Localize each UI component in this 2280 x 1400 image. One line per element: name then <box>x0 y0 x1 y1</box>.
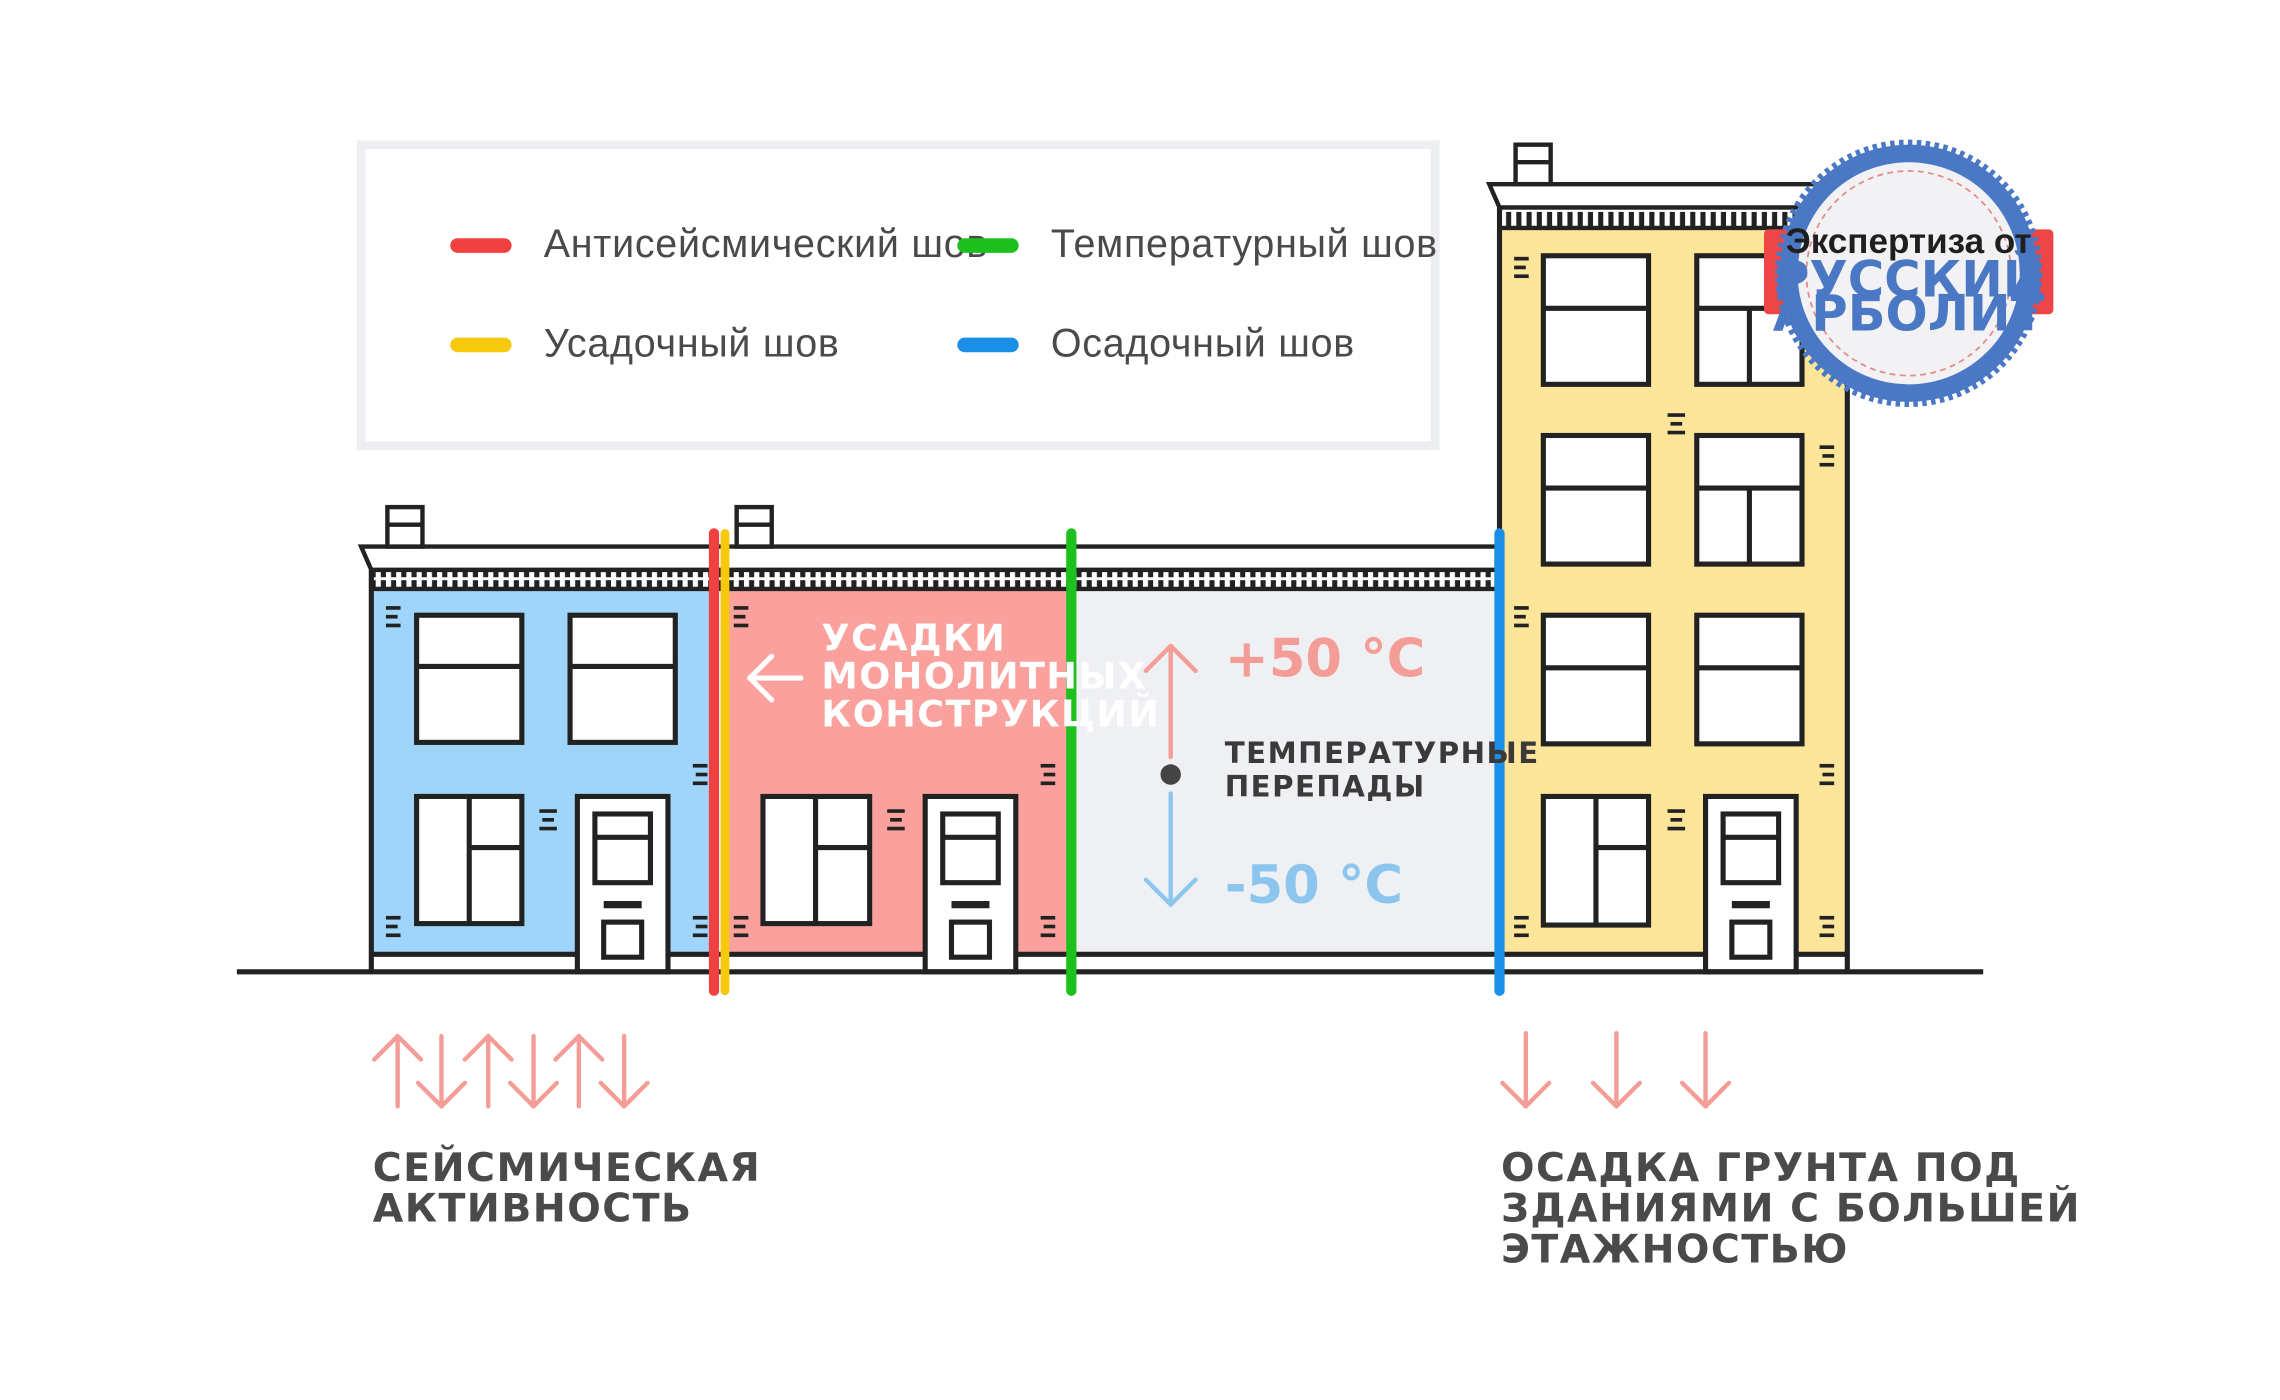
legend-label: Усадочный шов <box>544 322 840 366</box>
brick-mark-icon <box>1040 763 1056 786</box>
door-icon <box>574 793 671 975</box>
brick-mark-icon <box>385 606 401 628</box>
chimney-icon <box>385 504 425 549</box>
legend-item-antiseismic: Антисейсмический шов <box>450 222 988 266</box>
brick-mark-icon <box>1040 915 1056 938</box>
arrow-up-icon <box>462 1033 514 1109</box>
seismic-arrows <box>372 1033 650 1109</box>
brick-mark-icon <box>539 809 557 831</box>
brick-mark-icon <box>1819 445 1835 467</box>
brick-mark-icon <box>1819 915 1835 938</box>
shrinkage-label-line: УСАДКИ <box>821 616 1006 659</box>
arrow-up-icon <box>553 1033 605 1109</box>
yellow-building-windows <box>1540 253 1805 975</box>
brick-mark-icon <box>887 809 905 831</box>
window-icon <box>567 612 678 745</box>
temperature-annotation: +50 °С -50 °С ТЕМПЕРАТУРНЫЕ ПЕРЕПАДЫ <box>1143 629 1540 916</box>
window-icon <box>414 612 525 745</box>
window-icon <box>760 793 873 927</box>
shrinkage-label-line: КОНСТРУКЦИЙ <box>821 691 1160 735</box>
legend-item-shrinkage: Усадочный шов <box>450 322 840 366</box>
temp-label-line: ПЕРЕПАДЫ <box>1225 769 1426 803</box>
caption-line: ОСАДКА ГРУНТА ПОД <box>1501 1145 2021 1191</box>
brick-mark-icon <box>733 606 749 628</box>
badge-face <box>1797 162 2020 385</box>
brick-mark-icon <box>385 915 401 938</box>
legend-box <box>356 140 1440 451</box>
window-icon <box>1540 432 1652 567</box>
badge-title: Экспертиза от <box>1786 222 2032 261</box>
caption-line: АКТИВНОСТЬ <box>373 1186 693 1232</box>
arrow-up-icon <box>1143 643 1198 760</box>
caption-line: ЭТАЖНОСТЬЮ <box>1501 1227 1849 1273</box>
caption-line: ЗДАНИЯМИ С БОЛЬШЕЙ <box>1501 1185 2081 1232</box>
low-building-roof <box>357 544 1499 592</box>
arrow-down-icon <box>415 1033 468 1109</box>
arrow-down-icon <box>1143 791 1198 907</box>
expertise-badge: Экспертиза от РУССКИЙ АРБОЛИТ <box>1764 139 2054 407</box>
badge-brand-line: РУССКИЙ <box>1773 250 2044 309</box>
window-icon <box>1694 612 1805 747</box>
legend: Антисейсмический шов Температурный шов У… <box>356 140 1440 451</box>
settlement-caption: ОСАДКА ГРУНТА ПОД ЗДАНИЯМИ С БОЛЬШЕЙ ЭТА… <box>1501 1145 2081 1273</box>
window-icon <box>1540 612 1652 747</box>
gray-building-wall <box>1072 588 1497 955</box>
brick-mark-icon <box>1514 606 1529 628</box>
window-icon <box>1540 253 1652 387</box>
arrow-down-icon <box>1679 1031 1732 1109</box>
badge-brand-line: АРБОЛИТ <box>1773 284 2045 342</box>
arrow-down-icon <box>598 1033 650 1109</box>
brick-mark-icon <box>692 763 708 786</box>
red-building-windows <box>760 793 1019 975</box>
window-icon <box>1540 793 1652 928</box>
brick-mark-icon <box>692 915 708 938</box>
legend-label: Температурный шов <box>1051 222 1438 266</box>
brick-mark-icon <box>1514 915 1529 938</box>
shrinkage-annotation: УСАДКИ МОНОЛИТНЫХ КОНСТРУКЦИЙ <box>747 616 1160 735</box>
brick-mark-icon <box>1819 763 1835 786</box>
center-dot-icon <box>1160 764 1181 785</box>
brick-mark-icon <box>1667 413 1686 435</box>
blue-building-windows <box>414 612 678 975</box>
caption-line: СЕЙСМИЧЕСКАЯ <box>373 1144 761 1191</box>
door-icon <box>1702 793 1799 975</box>
window-icon <box>1694 432 1805 567</box>
door-icon <box>922 793 1019 975</box>
arrow-left-icon <box>747 653 804 703</box>
legend-label: Осадочный шов <box>1051 322 1355 366</box>
temp-low-label: -50 °С <box>1225 855 1403 916</box>
chimney-icon <box>734 504 774 549</box>
temp-label-line: ТЕМПЕРАТУРНЫЕ <box>1225 736 1540 770</box>
brick-mark-icon <box>1667 809 1686 831</box>
arrow-down-icon <box>507 1033 560 1109</box>
legend-label: Антисейсмический шов <box>544 222 988 266</box>
seismic-caption: СЕЙСМИЧЕСКАЯ АКТИВНОСТЬ <box>373 1144 761 1232</box>
legend-item-settlement: Осадочный шов <box>957 322 1355 366</box>
brick-mark-icon <box>1514 256 1529 279</box>
shrinkage-label-line: МОНОЛИТНЫХ <box>821 654 1147 697</box>
settlement-arrows <box>1500 1031 1732 1109</box>
legend-item-temperature: Температурный шов <box>957 222 1438 266</box>
arrow-down-icon <box>1590 1031 1642 1109</box>
window-icon <box>414 793 525 927</box>
brick-marks <box>385 256 1835 938</box>
arrow-down-icon <box>1500 1031 1552 1109</box>
brick-mark-icon <box>733 915 749 938</box>
arrow-up-icon <box>372 1033 424 1109</box>
temp-high-label: +50 °С <box>1225 629 1425 690</box>
